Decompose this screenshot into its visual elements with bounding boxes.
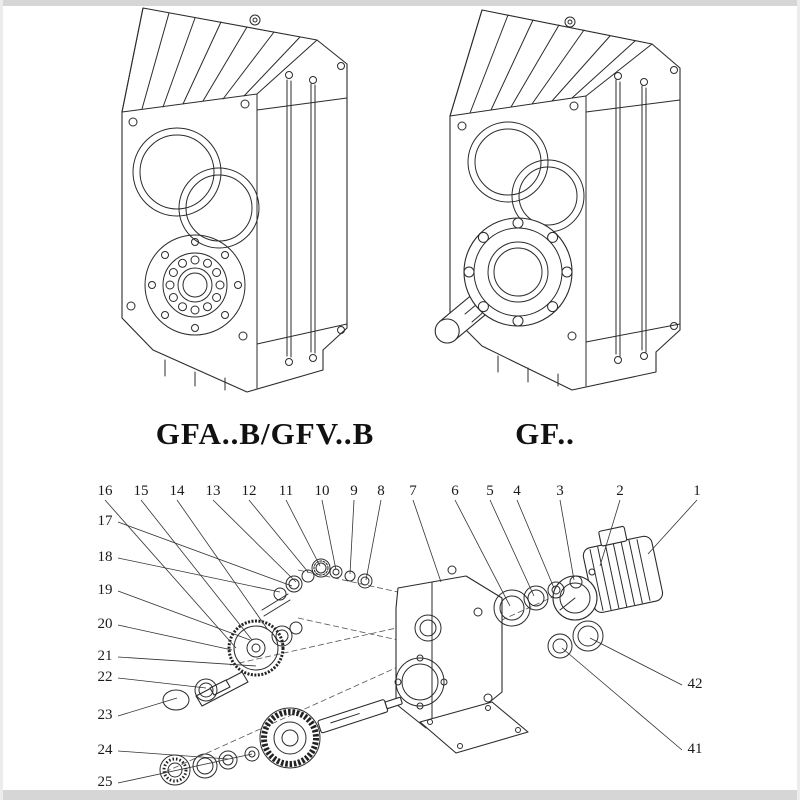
gearbox-right-details <box>457 101 579 387</box>
page-edge-left <box>0 0 3 800</box>
gearbox-left-svg <box>121 7 348 393</box>
gasket-plate <box>419 701 529 754</box>
leader-lines <box>104 499 698 784</box>
gearbox-right-bores <box>467 121 585 233</box>
input-side-rings <box>493 568 604 659</box>
part-callout-16: 16 <box>97 483 113 499</box>
part-callout-24: 24 <box>97 742 113 758</box>
gearbox-drawing-right <box>420 0 720 400</box>
motor-drawing <box>552 525 664 621</box>
page-edge-right <box>797 0 800 800</box>
model-label-left: GFA..B/GFV..B <box>155 416 375 451</box>
part-callout-10: 10 <box>314 483 330 499</box>
part-callout-13: 13 <box>205 483 221 499</box>
part-callout-3: 3 <box>556 483 564 499</box>
page-edge-bottom <box>0 790 800 800</box>
gearbox-drawing-left <box>95 0 395 400</box>
part-callout-9: 9 <box>350 483 358 499</box>
part-callout-15: 15 <box>133 483 149 499</box>
gearbox-right-top-fins <box>449 9 653 117</box>
gearbox-right-side-ribs <box>585 66 681 387</box>
gearbox-left-top-fins <box>121 7 318 113</box>
part-callout-42: 42 <box>687 676 703 692</box>
part-callout-18: 18 <box>97 549 113 565</box>
part-callout-19: 19 <box>97 582 113 598</box>
part-callout-14: 14 <box>169 483 185 499</box>
part-callout-41: 41 <box>687 741 703 757</box>
part-callout-7: 7 <box>409 483 417 499</box>
part-callout-6: 6 <box>451 483 459 499</box>
part-callout-5: 5 <box>486 483 494 499</box>
gearbox-left-body <box>121 7 348 393</box>
page-edge-top <box>0 0 800 6</box>
part-callout-11: 11 <box>278 483 294 499</box>
exploded-parts-view: 16 15 14 13 12 11 10 9 8 7 6 5 4 3 2 1 1… <box>0 470 800 800</box>
gearbox-right-svg <box>434 9 681 391</box>
part-callout-17: 17 <box>97 513 113 529</box>
part-callout-25: 25 <box>97 774 113 790</box>
intermediate-gear-train <box>162 619 303 711</box>
part-callout-23: 23 <box>97 707 113 723</box>
model-label-right: GF.. <box>515 416 575 451</box>
part-callout-20: 20 <box>97 616 113 632</box>
exploded-parts-drawing <box>104 499 698 786</box>
part-callout-2: 2 <box>616 483 624 499</box>
part-callout-22: 22 <box>97 669 113 685</box>
gearbox-right-output-flange <box>463 217 573 327</box>
upper-parts-cluster <box>261 558 373 617</box>
part-callout-8: 8 <box>377 483 385 499</box>
gearbox-left-output-bearing <box>144 234 246 336</box>
part-callout-12: 12 <box>241 483 257 499</box>
gearbox-left-details <box>126 99 250 391</box>
part-callout-4: 4 <box>513 483 521 499</box>
part-callout-1: 1 <box>693 483 701 499</box>
output-shaft-train <box>159 696 403 786</box>
gearbox-left-side-ribs <box>256 62 348 389</box>
part-callout-21: 21 <box>97 648 113 664</box>
